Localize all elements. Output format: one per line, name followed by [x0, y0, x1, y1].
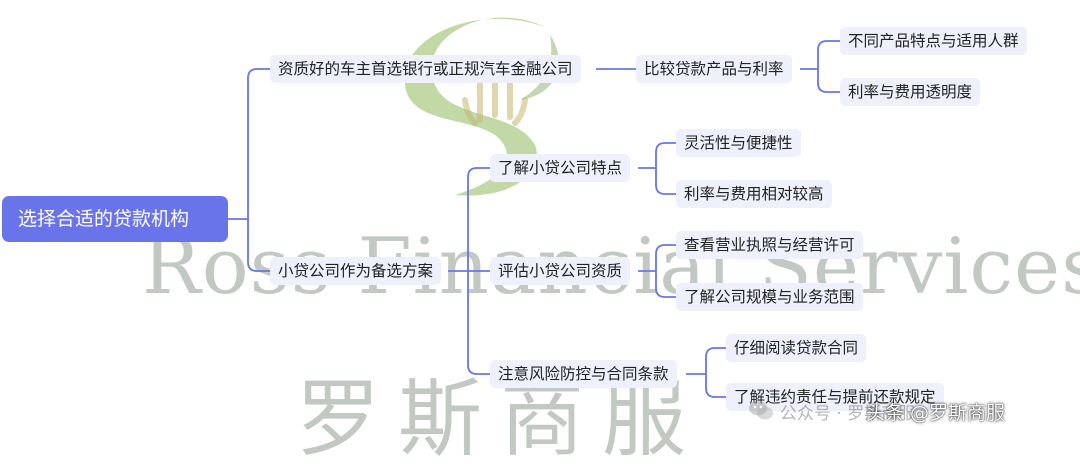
connector-sub-b3-leaf-1: [705, 347, 726, 374]
branch-node-microloan[interactable]: 小贷公司作为备选方案: [270, 257, 442, 285]
connector-sub-b2-leaf-2: [655, 271, 676, 298]
mindmap-canvas: Ross Financial Services 罗斯商服: [2, 17, 1080, 468]
connector-branch-b-sub-1: [467, 167, 490, 271]
connector-lines: [228, 40, 840, 398]
leaf-node-check-license[interactable]: 查看营业执照与经营许可: [676, 231, 863, 259]
leaf-node-product-features[interactable]: 不同产品特点与适用人群: [840, 27, 1027, 55]
sub-node-compare-products[interactable]: 比较贷款产品与利率: [636, 55, 792, 83]
sub-node-microloan-features[interactable]: 了解小贷公司特点: [490, 154, 631, 182]
connector-root-branch-b: [247, 219, 270, 272]
connector-sub-b1-leaf-2: [655, 168, 676, 195]
leaf-node-higher-cost[interactable]: 利率与费用相对较高: [676, 180, 832, 208]
leaf-node-company-scale[interactable]: 了解公司规模与业务范围: [676, 283, 863, 311]
leaf-node-flexibility[interactable]: 灵活性与便捷性: [676, 129, 801, 157]
sub-node-assess-qualification[interactable]: 评估小贷公司资质: [490, 257, 631, 285]
leaf-node-breach-prepayment[interactable]: 了解违约责任与提前还款规定: [726, 383, 944, 411]
connector-branch-b-sub-3: [467, 271, 490, 375]
connector-sub-b1-leaf-1: [655, 142, 676, 168]
root-node[interactable]: 选择合适的贷款机构: [2, 196, 228, 242]
connector-sub-b3-leaf-2: [705, 374, 726, 398]
leaf-node-rate-transparency[interactable]: 利率与费用透明度: [840, 78, 981, 106]
branch-node-bank[interactable]: 资质好的车主首选银行或正规汽车金融公司: [270, 55, 581, 83]
connector-sub-a-leaf-2: [817, 69, 840, 93]
connector-sub-b2-leaf-1: [655, 244, 676, 271]
sub-node-risk-contract[interactable]: 注意风险防控与合同条款: [490, 360, 677, 388]
leaf-node-read-contract[interactable]: 仔细阅读贷款合同: [726, 334, 867, 362]
connector-root-branch-a: [247, 68, 270, 219]
connector-sub-a-leaf-1: [817, 40, 840, 69]
